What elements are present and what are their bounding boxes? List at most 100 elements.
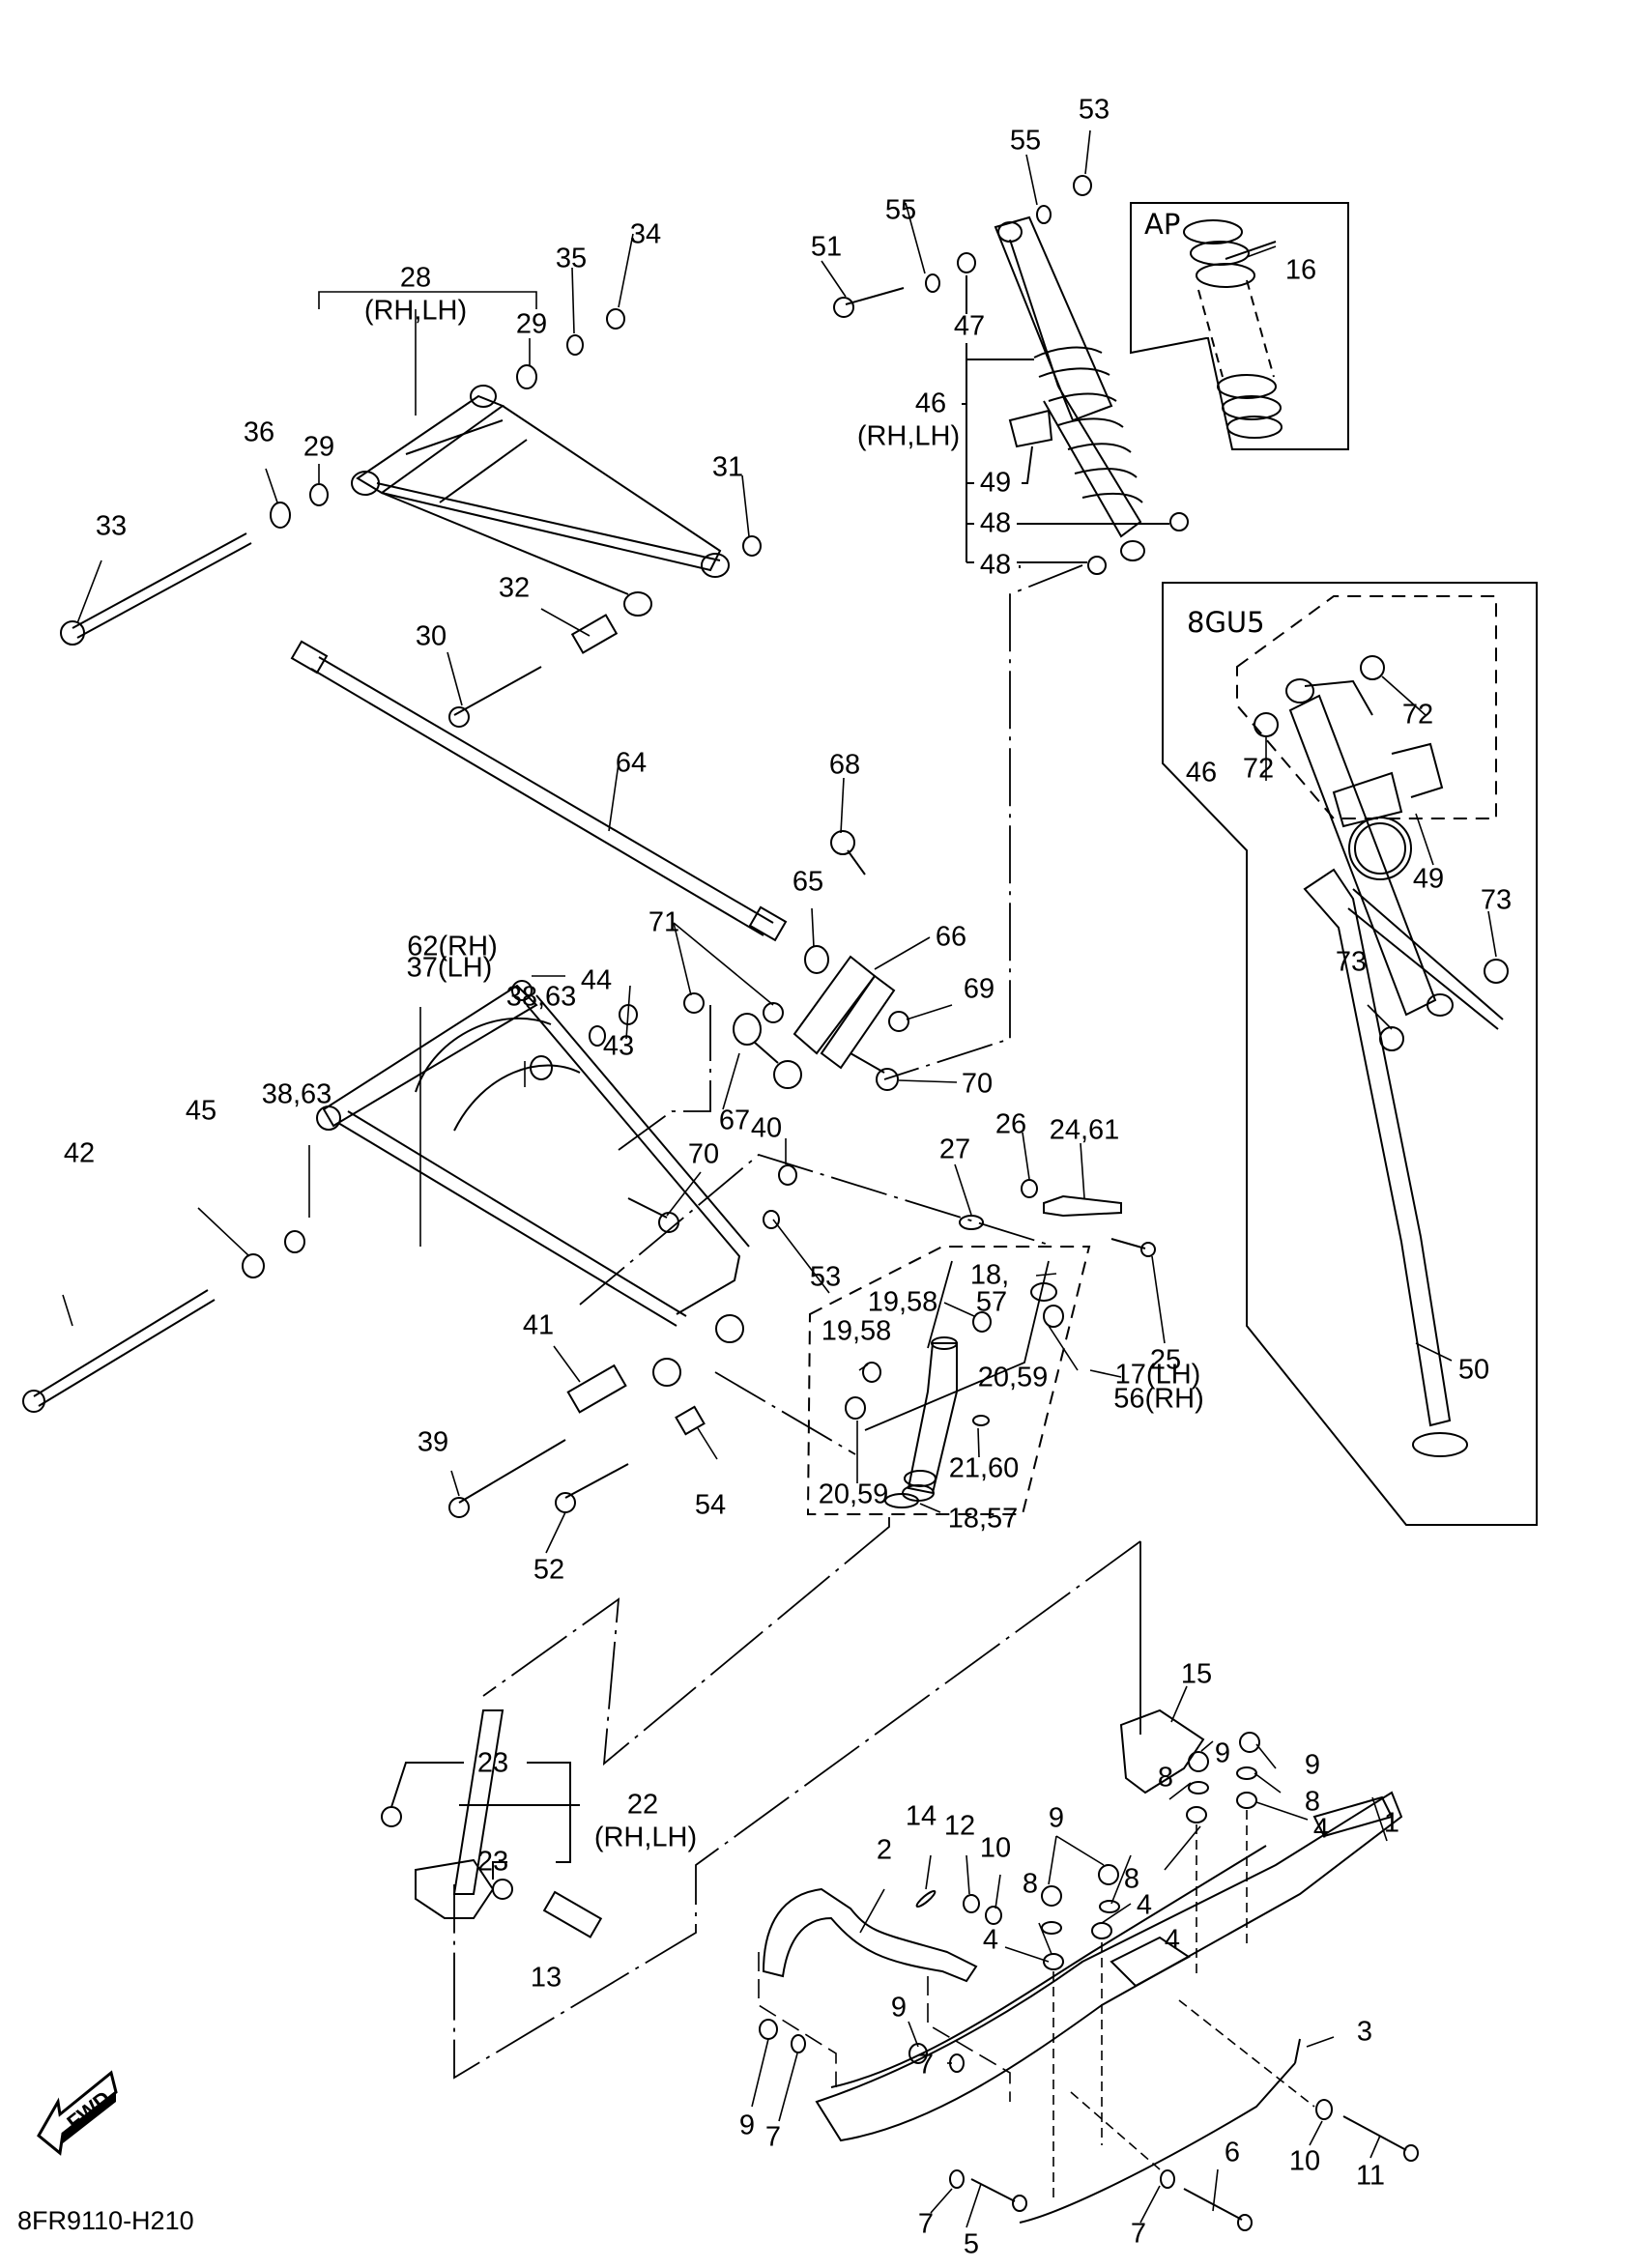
callout-46-sub: (RH,LH) — [856, 420, 961, 452]
lower-a-arm — [317, 981, 749, 1386]
bolt-70-lower — [628, 1198, 678, 1232]
callout-32: 32 — [498, 572, 531, 604]
callout-4: 4 — [1136, 1889, 1153, 1921]
callout-73: 73 — [1480, 884, 1513, 916]
pin-13 — [544, 1892, 601, 1938]
nut-9-e — [909, 2044, 927, 2063]
callout-68: 68 — [828, 749, 861, 781]
callout-30: 30 — [415, 620, 447, 652]
callout-46: 46 — [1185, 757, 1218, 789]
callout-25: 25 — [1149, 1344, 1182, 1376]
callout-23: 23 — [476, 1846, 509, 1878]
callout-49: 49 — [979, 467, 1012, 499]
callout-15: 15 — [1180, 1658, 1213, 1690]
washer-44 — [590, 1026, 605, 1046]
callout-34: 34 — [629, 218, 662, 250]
callout-33: 33 — [95, 510, 128, 542]
callout-47: 47 — [953, 310, 986, 342]
bushing-29-right — [517, 365, 536, 388]
washer-7-c — [950, 2170, 964, 2188]
callout-70: 70 — [687, 1138, 720, 1170]
callout-21-60: 21,60 — [948, 1452, 1020, 1484]
nut-53-top — [1074, 176, 1091, 195]
callout-17-lh: 17(LH) — [1114, 1359, 1201, 1391]
sleeve-49 — [1010, 411, 1052, 446]
callout-7: 7 — [917, 2208, 935, 2240]
bolt-30 — [449, 667, 541, 727]
washer-7-d — [1161, 2170, 1174, 2188]
bushing-23-right — [493, 1880, 512, 1899]
callout-72: 72 — [1401, 699, 1434, 731]
nut-12 — [964, 1895, 979, 1912]
callout-38-63: 38,63 — [261, 1078, 332, 1110]
callout-24-61: 24,61 — [1049, 1114, 1120, 1146]
callout-54: 54 — [694, 1489, 727, 1521]
washer-55-left — [926, 274, 939, 292]
callout-55: 55 — [1009, 125, 1042, 157]
callout-45: 45 — [185, 1095, 217, 1127]
pin-54 — [676, 1407, 704, 1434]
bolt-11 — [1343, 2116, 1418, 2161]
callout-16: 16 — [1284, 254, 1317, 286]
collar-10-bottom — [1316, 2100, 1332, 2119]
nut-34 — [607, 309, 624, 329]
shock-absorber-46 — [995, 217, 1144, 560]
callout-46: 46 — [914, 388, 947, 419]
collar-48-lower — [1088, 557, 1106, 574]
callout-4: 4 — [1312, 1813, 1330, 1845]
ski-1 — [817, 1793, 1401, 2140]
nut-9-c — [1189, 1752, 1208, 1771]
callout-48: 48 — [979, 507, 1012, 539]
link-67 — [734, 1014, 801, 1088]
callout-8: 8 — [1123, 1863, 1140, 1895]
leader-line — [1010, 240, 1058, 387]
washer-8-a — [1042, 1922, 1061, 1934]
callout-40: 40 — [750, 1112, 783, 1144]
bushing-23-left — [382, 1807, 401, 1826]
inset-ap — [1131, 198, 1368, 449]
bolt-70-upper — [850, 1053, 898, 1090]
nut-9-f — [760, 2020, 777, 2039]
callout-31: 31 — [711, 451, 744, 483]
nut-40 — [779, 1165, 796, 1185]
callout-8: 8 — [1022, 1868, 1039, 1900]
nut-53-mid — [764, 1211, 779, 1228]
washer-35 — [567, 335, 583, 355]
callout-5: 5 — [963, 2228, 980, 2260]
bolt-14 — [915, 1889, 937, 1909]
collar-48-upper — [1170, 513, 1188, 531]
callout-12: 12 — [943, 1810, 976, 1842]
callout-13: 13 — [530, 1962, 562, 1994]
collar-4-a — [1044, 1954, 1063, 1969]
callout-42: 42 — [63, 1137, 96, 1169]
washer-7-a — [950, 2054, 964, 2072]
callout-65: 65 — [792, 866, 824, 898]
bolt-25 — [1111, 1239, 1155, 1256]
bushing-19-58-a — [973, 1312, 991, 1332]
inset-8gu5 — [1163, 583, 1537, 1525]
grease-nipple-21-60 — [973, 1416, 989, 1425]
callout-53: 53 — [809, 1261, 842, 1293]
callout-4: 4 — [1164, 1924, 1181, 1956]
bushing-65 — [805, 946, 828, 973]
callout-37-lh: 37(LH) — [406, 952, 493, 984]
callout-9: 9 — [1214, 1737, 1231, 1769]
bushing-20-59-b — [846, 1397, 865, 1419]
nut-9-b — [1099, 1865, 1118, 1884]
callout-48: 48 — [979, 549, 1012, 581]
bushing-18-57-top — [1031, 1283, 1056, 1301]
callout-72: 72 — [1242, 753, 1275, 785]
callout-20-59: 20,59 — [818, 1479, 889, 1510]
bushing-73-a — [1484, 960, 1508, 983]
bracket-46 — [962, 275, 1169, 568]
washer-45 — [243, 1254, 264, 1278]
callout-22: 22 — [626, 1789, 659, 1821]
callout-51: 51 — [810, 231, 843, 263]
stabilizer-bracket-66 — [794, 957, 894, 1068]
washer-8-c — [1189, 1782, 1208, 1794]
callout-66: 66 — [935, 921, 967, 953]
inset-8gu5-title: 8GU5 — [1187, 606, 1265, 639]
callout-35: 35 — [555, 243, 588, 274]
bolt-52 — [556, 1464, 628, 1512]
callout-70: 70 — [961, 1068, 994, 1100]
